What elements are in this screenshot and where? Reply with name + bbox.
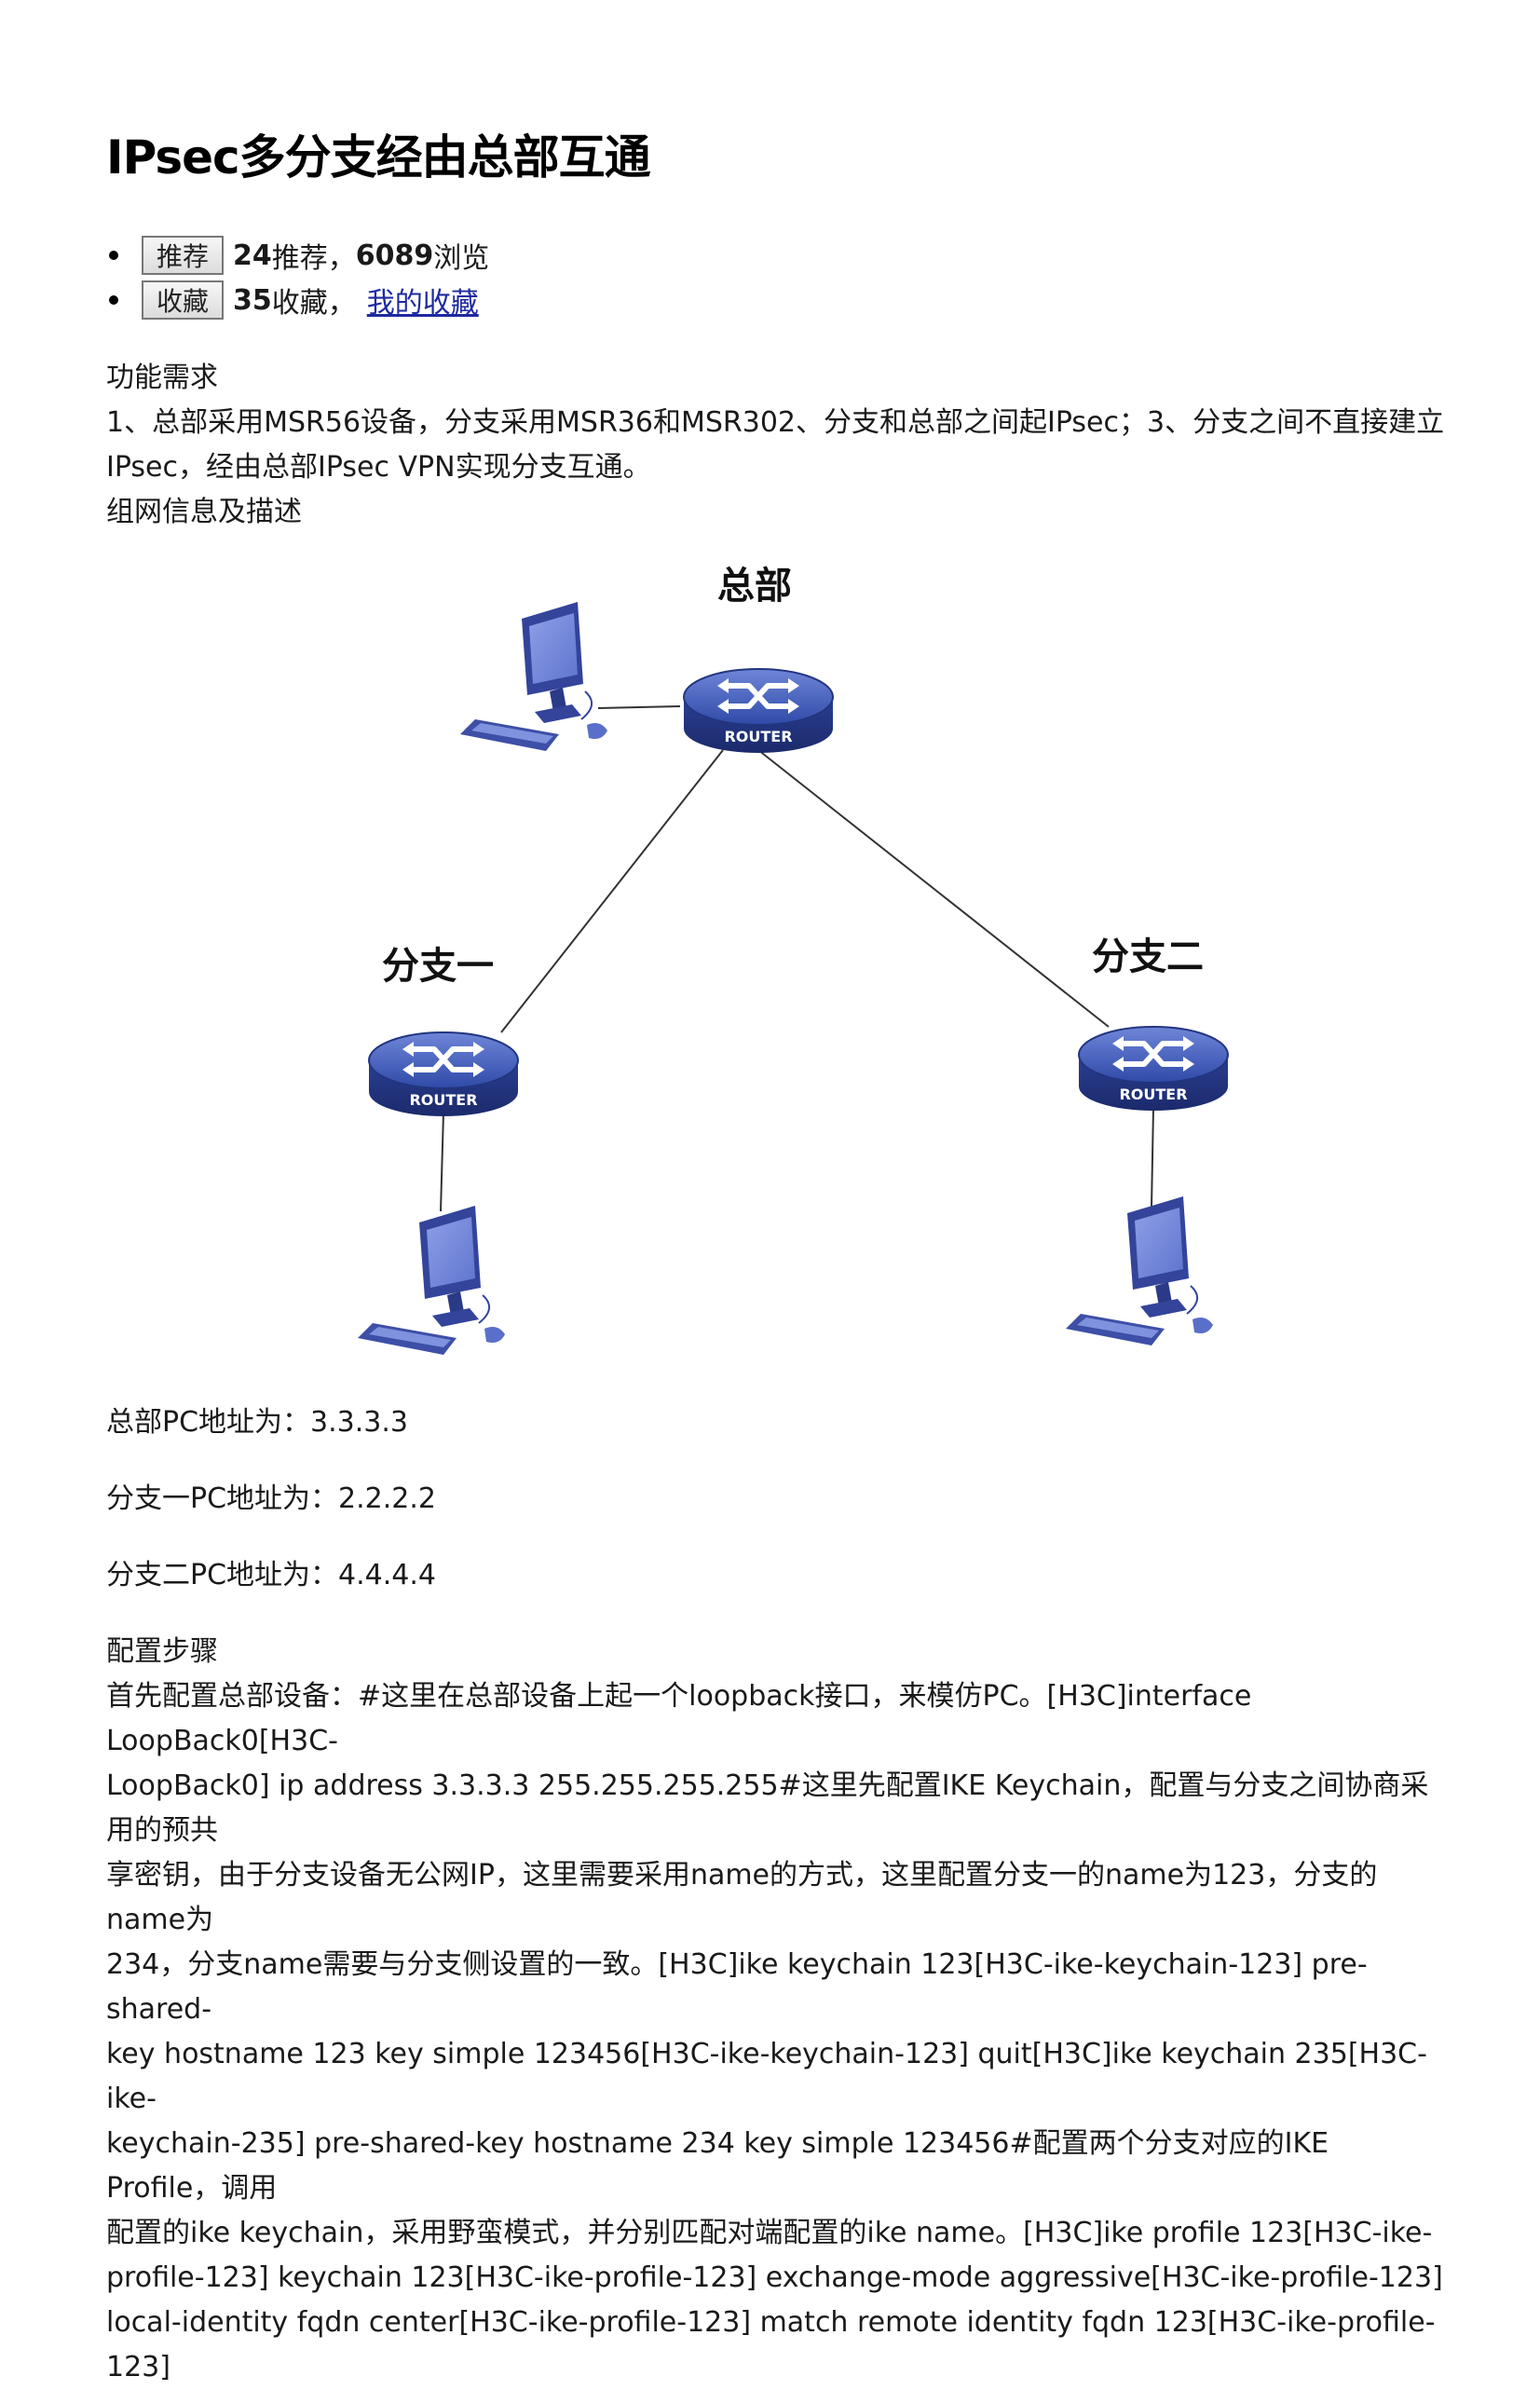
- svg-text:ROUTER: ROUTER: [724, 728, 792, 745]
- config-line: LoopBack0] ip address 3.3.3.3 255.255.25…: [106, 1769, 1429, 1847]
- config-section: 配置步骤 首先配置总部设备：#这里在总部设备上起一个loopback接口，来模仿…: [106, 1630, 1448, 2390]
- config-line: 首先配置总部设备：#这里在总部设备上起一个loopback接口，来模仿PC。[H…: [106, 1680, 1252, 1757]
- branch2-label: 分支二: [1092, 936, 1204, 978]
- my-favorites-link[interactable]: 我的收藏: [366, 287, 479, 320]
- view-count: 6089: [355, 239, 434, 272]
- branch2-router-icon: ROUTER: [1079, 1027, 1228, 1111]
- branch1-pc-address: 分支一PC地址为：2.2.2.2: [106, 1482, 436, 1515]
- requirements-heading: 功能需求: [106, 362, 218, 394]
- config-line: 234，分支name需要与分支侧设置的一致。[H3C]ike keychain …: [106, 1948, 1368, 2026]
- branch1-router-icon: ROUTER: [369, 1032, 518, 1116]
- branch2-pc-address: 分支二PC地址为：4.4.4.4: [106, 1559, 436, 1591]
- view-text: 浏览: [433, 242, 490, 275]
- hq-label: 总部: [717, 565, 792, 608]
- page-title: IPsec多分支经由总部互通: [106, 130, 651, 184]
- config-line: 配置的ike keychain，采用野蛮模式，并分别匹配对端配置的ike nam…: [106, 2217, 1433, 2249]
- recommend-row: 推荐 24 推荐， 6089 浏览: [106, 233, 489, 278]
- config-line: key hostname 123 key simple 123456[H3C-i…: [106, 2038, 1427, 2115]
- config-line: local-identity fqdn center[H3C-ike-profi…: [106, 2306, 1436, 2383]
- favorite-count: 35: [233, 283, 272, 317]
- requirements-line-2: IPsec，经由总部IPsec VPN实现分支互通。: [106, 451, 651, 484]
- svg-text:ROUTER: ROUTER: [409, 1091, 477, 1109]
- bullet-icon: [109, 251, 118, 260]
- requirements-line-1: 1、总部采用MSR56设备，分支采用MSR36和MSR302、分支和总部之间起I…: [106, 406, 1445, 439]
- link-hq-pc: [597, 705, 681, 709]
- config-line: 享密钥，由于分支设备无公网IP，这里需要采用name的方式，这里配置分支一的na…: [106, 1859, 1378, 1936]
- branch1-label: 分支一: [382, 945, 494, 988]
- link-hq-branch2: [757, 749, 1110, 1028]
- hq-router-icon: ROUTER: [684, 669, 833, 753]
- recommend-text: 推荐，: [271, 242, 356, 275]
- recommend-button[interactable]: 推荐: [142, 236, 224, 275]
- bullet-icon: [109, 295, 118, 305]
- network-diagram: ROUTER ROUTER ROUTER 总部 分支一 分支二: [354, 550, 1248, 1379]
- favorite-row: 收藏 35 收藏， 我的收藏: [106, 278, 489, 322]
- hq-pc-address: 总部PC地址为：3.3.3.3: [106, 1406, 408, 1439]
- link-branch1-pc: [440, 1112, 444, 1212]
- requirements-section: 功能需求 1、总部采用MSR56设备，分支采用MSR36和MSR302、分支和总…: [106, 356, 1448, 535]
- config-heading: 配置步骤: [106, 1635, 218, 1668]
- config-line: profile-123] keychain 123[H3C-ike-profil…: [106, 2261, 1443, 2294]
- branch1-computer-icon: [357, 1205, 506, 1356]
- config-line: keychain-235] pre-shared-key hostname 23…: [106, 2127, 1329, 2205]
- favorite-text: 收藏，: [271, 287, 356, 320]
- link-branch2-pc: [1151, 1106, 1154, 1209]
- favorite-button[interactable]: 收藏: [142, 280, 224, 320]
- hq-computer-icon: [459, 601, 608, 752]
- stats-list: 推荐 24 推荐， 6089 浏览 收藏 35 收藏， 我的收藏: [106, 233, 489, 322]
- svg-text:ROUTER: ROUTER: [1119, 1086, 1187, 1103]
- link-hq-branch1: [500, 749, 724, 1033]
- recommend-count: 24: [233, 239, 272, 272]
- branch2-computer-icon: [1065, 1195, 1214, 1346]
- network-heading: 组网信息及描述: [106, 496, 302, 528]
